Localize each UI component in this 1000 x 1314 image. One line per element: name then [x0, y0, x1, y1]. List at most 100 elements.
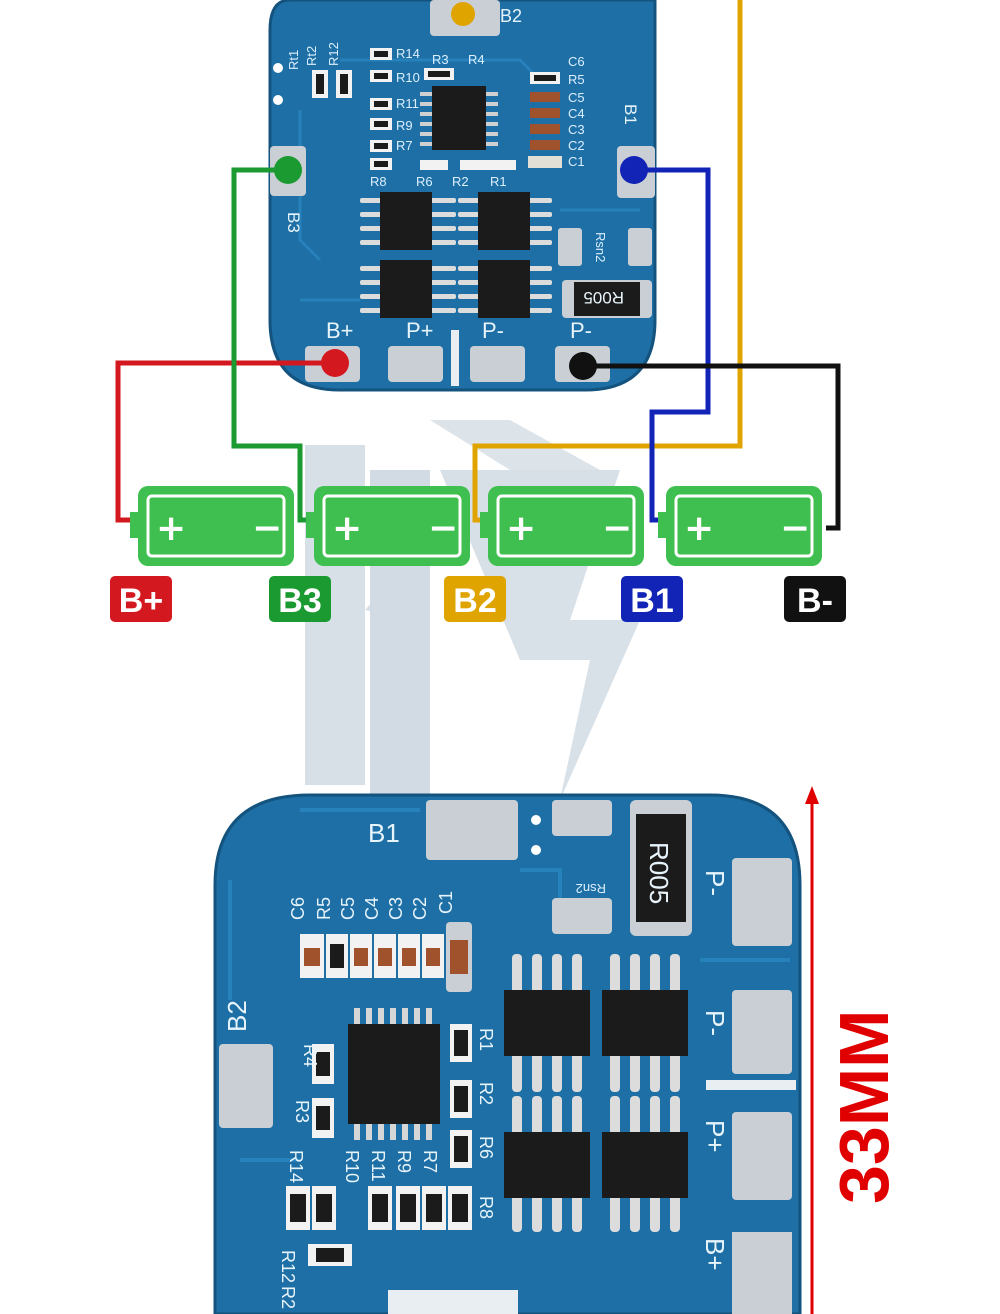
wire-dot-b1 — [620, 156, 648, 184]
battery-minus-sign: − — [780, 508, 810, 549]
battery-minus-sign: − — [252, 508, 282, 549]
wire-b-plus — [115, 360, 335, 523]
top-divider — [451, 330, 459, 386]
battery-cell: + − — [480, 486, 644, 566]
svg-text:C6: C6 — [568, 54, 585, 69]
badge-b-plus: B+ — [110, 576, 172, 622]
svg-text:R8: R8 — [476, 1196, 496, 1219]
bottom-label-pminus-top: P- — [700, 870, 730, 896]
bottom-label-pminus: P- — [700, 1010, 730, 1036]
battery-cell: + − — [306, 486, 470, 566]
svg-text:R1: R1 — [490, 174, 507, 189]
wire-b3 — [231, 167, 310, 523]
top-pad-pminus — [470, 346, 525, 382]
top-label-pplus: P+ — [406, 318, 434, 343]
battery-minus-sign: − — [428, 508, 458, 549]
top-label-b2: B2 — [500, 6, 522, 26]
svg-text:B-: B- — [797, 582, 833, 620]
bottom-sense-resistor: R005 — [630, 800, 692, 936]
top-label-bplus: B+ — [326, 318, 354, 343]
wire-b1 — [634, 167, 711, 523]
wire-dot-b-plus — [321, 349, 349, 377]
svg-text:C2: C2 — [410, 897, 430, 920]
top-label-b1: B1 — [621, 104, 640, 125]
top-pcb-board: B2 B3 B1 — [268, 0, 657, 392]
bottom-pad-b2 — [219, 1044, 273, 1128]
svg-text:R9: R9 — [394, 1150, 414, 1173]
top-pad-pplus — [388, 346, 443, 382]
bottom-divider — [706, 1080, 796, 1090]
svg-text:R11: R11 — [396, 96, 419, 111]
svg-text:R2: R2 — [278, 1286, 298, 1309]
bottom-pad-bplus — [732, 1232, 792, 1314]
dimension-indicator: 33MM — [805, 786, 903, 1314]
badge-b3: B3 — [269, 576, 331, 622]
bottom-designators-middle: R4 R3 R14 R10 R11 R9 R7 R1 R2 R6 R8 R12 … — [278, 1028, 496, 1309]
top-passive-components — [312, 48, 562, 170]
top-designators: Rt1 Rt2 R12 R14 R3 R4 R10 R11 R9 R7 R8 R… — [286, 42, 585, 189]
top-label-b3: B3 — [284, 212, 303, 233]
top-label-pminus-right: P- — [570, 318, 592, 343]
dimension-arrow-icon — [805, 786, 819, 804]
bottom-label-b2: B2 — [222, 1000, 252, 1032]
svg-text:R7: R7 — [396, 138, 413, 153]
svg-text:R2: R2 — [452, 174, 469, 189]
badge-b1: B1 — [621, 576, 683, 622]
svg-text:C1: C1 — [568, 154, 585, 169]
svg-text:C6: C6 — [288, 897, 308, 920]
svg-text:B3: B3 — [278, 582, 321, 620]
svg-text:R12: R12 — [326, 42, 341, 66]
svg-text:C4: C4 — [362, 897, 382, 920]
svg-text:R1: R1 — [476, 1028, 496, 1051]
svg-text:R14: R14 — [286, 1150, 306, 1183]
svg-text:C5: C5 — [338, 897, 358, 920]
battery-cell: + − — [130, 486, 294, 566]
svg-text:C3: C3 — [386, 897, 406, 920]
top-wire-dot-b2 — [451, 2, 475, 26]
bottom-pad-pplus — [732, 1112, 792, 1200]
top-sense-resistor: R005 — [562, 280, 652, 318]
bottom-resistors — [286, 1024, 472, 1266]
battery-cell: + − — [658, 486, 822, 566]
svg-text:R7: R7 — [420, 1150, 440, 1173]
svg-text:B2: B2 — [453, 582, 496, 620]
battery-pack: + − + − + − + − — [130, 486, 822, 566]
battery-plus-sign: + — [684, 508, 714, 549]
svg-text:R12: R12 — [278, 1250, 298, 1283]
bottom-label-rsn2: Rsn2 — [576, 881, 606, 896]
svg-text:R14: R14 — [396, 46, 420, 61]
svg-text:R3: R3 — [292, 1100, 312, 1123]
wire-dot-b3 — [274, 156, 302, 184]
top-control-ic — [420, 86, 498, 150]
svg-text:R2: R2 — [476, 1082, 496, 1105]
battery-plus-sign: + — [332, 508, 362, 549]
svg-text:C5: C5 — [568, 90, 585, 105]
svg-text:R8: R8 — [370, 174, 387, 189]
bottom-pad-pminus-top — [732, 858, 792, 946]
svg-text:R11: R11 — [368, 1150, 388, 1182]
svg-text:R3: R3 — [432, 52, 449, 67]
svg-text:B+: B+ — [119, 582, 163, 620]
svg-text:R10: R10 — [342, 1150, 362, 1183]
bottom-pad-b1 — [426, 800, 518, 860]
wire-b2 — [472, 0, 743, 523]
top-label-rsn2: Rsn2 — [593, 232, 608, 262]
badge-b-minus: B- — [784, 576, 846, 622]
top-label-r005: R005 — [583, 288, 624, 307]
bottom-mosfets — [504, 954, 688, 1232]
battery-plus-sign: + — [156, 508, 186, 549]
bottom-passive-row — [300, 922, 472, 992]
bottom-label-r005: R005 — [644, 842, 674, 904]
svg-text:C3: C3 — [568, 122, 585, 137]
wire-dot-b-minus — [569, 352, 597, 380]
svg-text:R5: R5 — [314, 897, 334, 920]
top-mosfets — [360, 192, 552, 318]
svg-text:C1: C1 — [436, 891, 456, 914]
svg-text:B1: B1 — [630, 582, 673, 620]
battery-minus-sign: − — [602, 508, 632, 549]
svg-text:R5: R5 — [568, 72, 585, 87]
battery-plus-sign: + — [506, 508, 536, 549]
svg-text:C2: C2 — [568, 138, 585, 153]
bottom-pad-pminus — [732, 990, 792, 1074]
